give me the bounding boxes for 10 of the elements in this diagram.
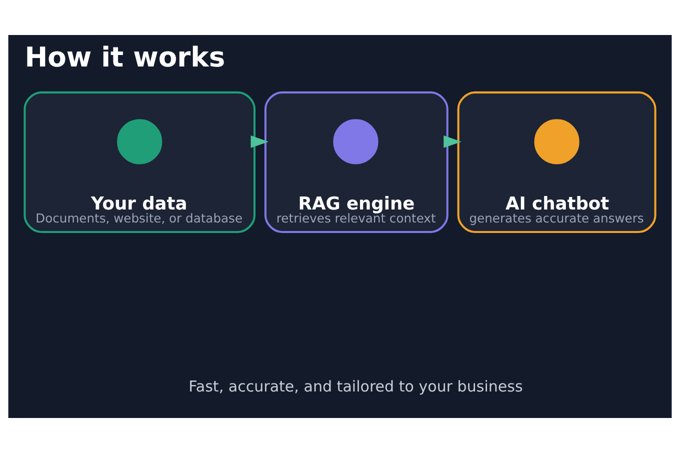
- caption: Fast, accurate, and tailored to your business: [188, 378, 523, 396]
- node-circle: [333, 119, 378, 164]
- node-circle: [534, 119, 580, 164]
- cluster: AI chatbot generates accurate answers: [457, 91, 656, 233]
- arrow: [444, 135, 462, 148]
- cluster: RAG engine retrieves relevant context: [264, 91, 448, 233]
- cluster: Your data Documents, website, or database: [24, 91, 256, 233]
- diagram-title: How it works: [24, 42, 226, 74]
- node-circle: [117, 119, 162, 164]
- arrow: [250, 135, 269, 148]
